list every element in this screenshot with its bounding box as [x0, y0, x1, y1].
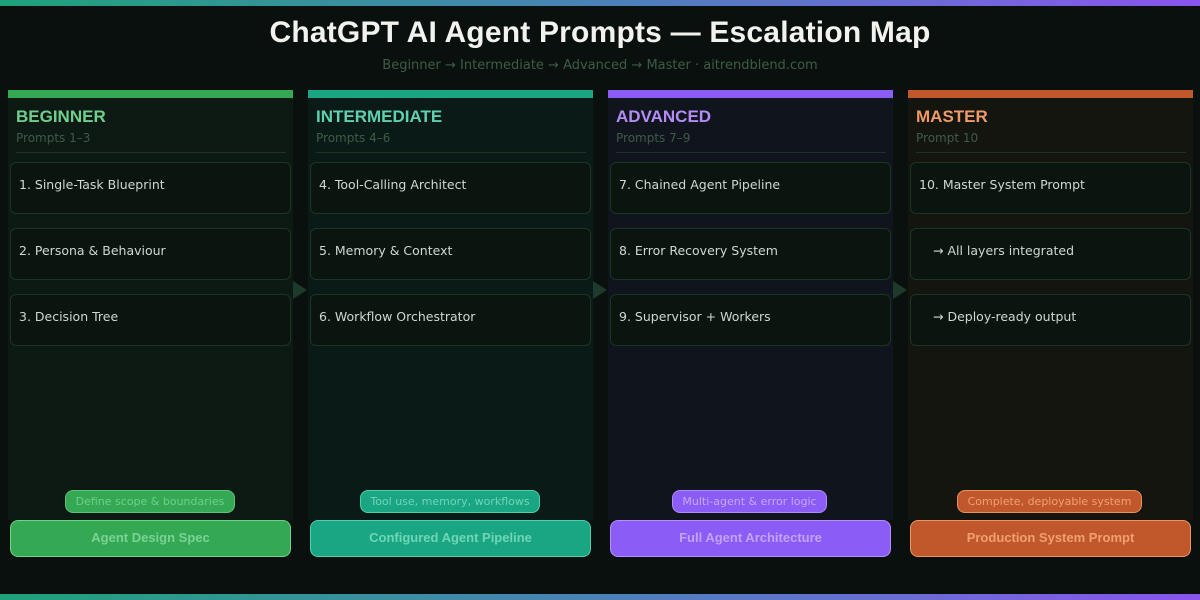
prompt-card[interactable]: 7. Chained Agent Pipeline: [610, 162, 891, 214]
page-title: ChatGPT AI Agent Prompts — Escalation Ma…: [269, 16, 931, 49]
prompt-card[interactable]: 4. Tool-Calling Architect: [310, 162, 591, 214]
column-subtitle: Prompts 1–3: [16, 131, 91, 145]
column-accent-bar: [608, 90, 893, 98]
column-subtitle: Prompts 7–9: [616, 131, 691, 145]
column-title: MASTER: [916, 107, 988, 126]
output-configured-agent-pipeline[interactable]: Configured Agent Pipeline: [310, 520, 591, 557]
column-master: MASTER Prompt 10 10. Master System Promp…: [908, 90, 1193, 520]
arrow-right-icon: [293, 281, 307, 299]
feature-card[interactable]: → Deploy-ready output: [910, 294, 1191, 346]
column-accent-bar: [308, 90, 593, 98]
output-agent-design-spec[interactable]: Agent Design Spec: [10, 520, 291, 557]
prompt-card[interactable]: 2. Persona & Behaviour: [10, 228, 291, 280]
column-title: BEGINNER: [16, 107, 106, 126]
column-badge: Multi-agent & error logic: [672, 490, 827, 513]
arrow-right-icon: [593, 281, 607, 299]
prompt-card[interactable]: 6. Workflow Orchestrator: [310, 294, 591, 346]
arrow-right-icon: [893, 281, 907, 299]
column-subtitle: Prompts 4–6: [316, 131, 391, 145]
column-divider: [316, 152, 586, 153]
column-divider: [16, 152, 286, 153]
prompt-card[interactable]: 1. Single-Task Blueprint: [10, 162, 291, 214]
prompt-card[interactable]: 5. Memory & Context: [310, 228, 591, 280]
feature-card[interactable]: → All layers integrated: [910, 228, 1191, 280]
column-intermediate: INTERMEDIATE Prompts 4–6 4. Tool-Calling…: [308, 90, 593, 520]
column-divider: [616, 152, 886, 153]
page-subtitle: Beginner → Intermediate → Advanced → Mas…: [382, 58, 818, 73]
prompt-card[interactable]: 8. Error Recovery System: [610, 228, 891, 280]
prompt-card[interactable]: 10. Master System Prompt: [910, 162, 1191, 214]
column-title: ADVANCED: [616, 107, 712, 126]
prompt-card[interactable]: 9. Supervisor + Workers: [610, 294, 891, 346]
bottom-gradient-bar: [0, 594, 1200, 600]
column-badge: Define scope & boundaries: [65, 490, 235, 513]
column-beginner: BEGINNER Prompts 1–3 1. Single-Task Blue…: [8, 90, 293, 520]
column-title: INTERMEDIATE: [316, 107, 443, 126]
column-accent-bar: [8, 90, 293, 98]
column-badge: Tool use, memory, workflows: [360, 490, 540, 513]
output-production-system-prompt[interactable]: Production System Prompt: [910, 520, 1191, 557]
output-full-agent-architecture[interactable]: Full Agent Architecture: [610, 520, 891, 557]
column-advanced: ADVANCED Prompts 7–9 7. Chained Agent Pi…: [608, 90, 893, 520]
top-gradient-bar: [0, 0, 1200, 6]
column-badge: Complete, deployable system: [957, 490, 1142, 513]
prompt-card[interactable]: 3. Decision Tree: [10, 294, 291, 346]
column-divider: [916, 152, 1186, 153]
column-accent-bar: [908, 90, 1193, 98]
column-subtitle: Prompt 10: [916, 131, 979, 145]
